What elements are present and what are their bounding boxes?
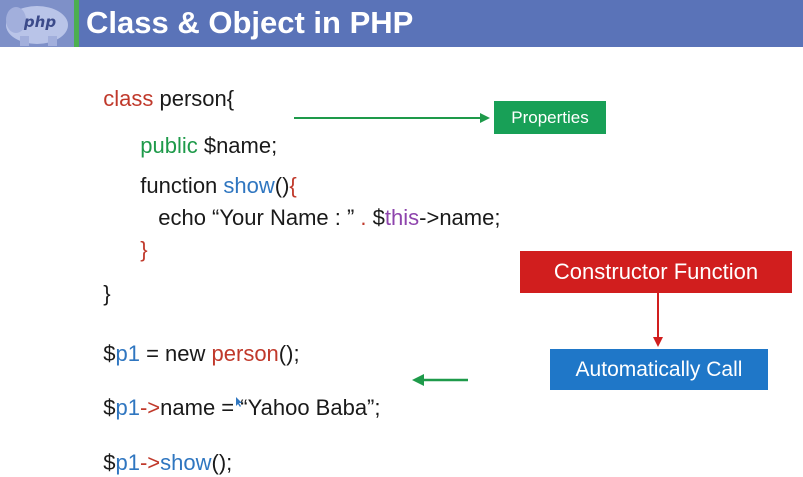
title-bar [0,0,803,47]
variable-p1: p1 [115,450,140,475]
down-arrow-icon [653,293,663,347]
arrow-operator: -> [139,450,161,475]
close-brace: } [103,281,111,306]
variable-p1: p1 [115,395,140,420]
statement-end: (); [211,450,233,475]
keyword-this: this [384,205,420,230]
method-name: show [160,450,212,475]
assign-statement: name = “Yahoo Baba”; [160,395,381,420]
automatically-call-label: Automatically Call [550,349,768,390]
concat-dot: . [360,205,367,230]
echo-statement: echo “Your Name : ” [158,205,361,230]
variable-p1: p1 [115,341,140,366]
property-decl: $name; [197,133,278,158]
code-line-assign: $p1->name = “Yahoo Baba”; [91,366,381,422]
logo-text: php [23,13,56,31]
this-name: ->name; [419,205,501,230]
open-brace: { [289,173,297,198]
cursor-icon [236,397,242,407]
dollar-sign: $ [103,341,116,366]
arrow-operator: -> [139,395,161,420]
close-brace: } [140,237,148,262]
code-line-call: $p1->show(); [91,421,232,477]
keyword-function: function [140,173,224,198]
dollar-sign: $ [103,450,116,475]
function-parens: () [274,173,290,198]
php-elephant-icon: php [0,0,74,47]
constructor-function-label: Constructor Function [520,251,792,293]
code-line-close-fn: } [128,208,148,264]
dollar-sign: $ [103,395,116,420]
code-line-property: public $name; [128,104,277,160]
title-accent [74,0,79,47]
page-title: Class & Object in PHP [86,5,414,40]
properties-arrow-icon [294,113,490,123]
class-name: person [211,341,279,366]
dollar-sign: $ [366,205,385,230]
left-arrow-icon [412,374,468,386]
keyword-class: class [103,86,154,111]
code-line-function: function show(){ [128,144,297,200]
properties-label: Properties [494,101,606,134]
code-line-new-object: $p1 = new person(); [91,312,300,368]
code-line-class: class person{ [91,57,234,113]
code-line-close-class: } [91,252,111,308]
class-decl: person{ [153,86,235,111]
statement-end: (); [278,341,300,366]
keyword-public: public [140,133,198,158]
function-name: show [223,173,275,198]
code-line-echo: echo “Your Name : ” . $this->name; [146,176,500,232]
new-keyword: = new [139,341,212,366]
